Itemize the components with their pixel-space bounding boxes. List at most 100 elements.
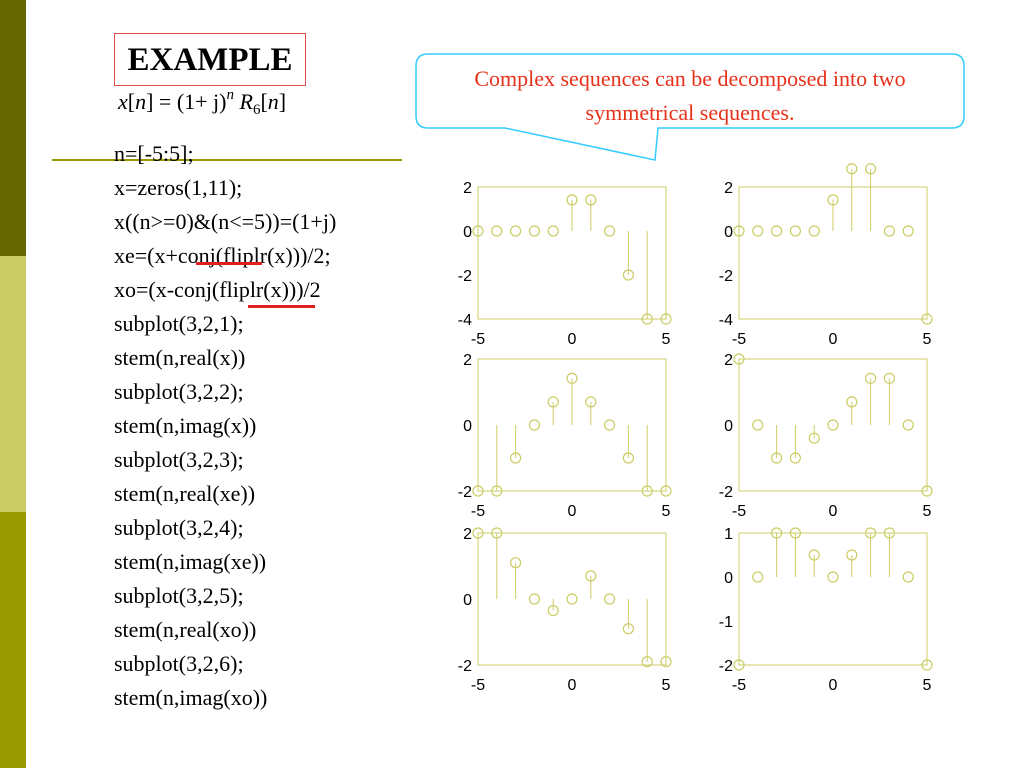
sidebar-bar-bottom <box>0 512 26 768</box>
code-block: n=[-5:5]; x=zeros(1,11); x((n>=0)&(n<=5)… <box>114 137 336 715</box>
formula-n2: n <box>267 89 279 114</box>
x-tick-label: 5 <box>662 331 671 348</box>
stem-marker <box>641 313 653 325</box>
x-tick-label: -5 <box>732 331 746 348</box>
stem-marker <box>509 557 522 569</box>
code-line: n=[-5:5]; <box>114 141 194 166</box>
stem-marker <box>808 432 820 444</box>
y-tick-label: -1 <box>719 614 733 631</box>
y-tick-label: 0 <box>724 224 733 241</box>
x-tick-label: -5 <box>471 331 485 348</box>
stem-marker <box>808 549 820 561</box>
code-line: stem(n,real(x)) <box>114 345 246 370</box>
slide-title: EXAMPLE <box>114 33 306 86</box>
plot-frame <box>738 532 928 666</box>
y-tick-label: 2 <box>724 180 733 197</box>
stem-marker <box>660 656 672 668</box>
y-tick-label: -2 <box>458 658 472 675</box>
x-tick-label: 5 <box>923 503 932 520</box>
code-line: stem(n,real(xo)) <box>114 617 257 642</box>
stem-marker <box>808 225 820 237</box>
stem-marker <box>547 396 559 408</box>
formula-r: R <box>239 89 253 114</box>
stem-marker <box>770 225 783 237</box>
stem-marker <box>921 485 933 497</box>
y-tick-label: 2 <box>463 526 472 543</box>
stem-marker <box>752 571 764 583</box>
y-tick-label: 1 <box>724 526 733 543</box>
x-tick-label: -5 <box>471 677 485 694</box>
code-line: subplot(3,2,3); <box>114 447 244 472</box>
callout-text: Complex sequences can be decomposed into… <box>474 66 906 125</box>
plot-frame <box>738 358 928 492</box>
code-line: stem(n,real(xe)) <box>114 481 256 506</box>
stem-marker <box>585 396 597 408</box>
stem-marker <box>846 396 858 408</box>
code-line: subplot(3,2,4); <box>114 515 244 540</box>
stem-marker <box>622 452 635 464</box>
stem-marker <box>491 485 503 497</box>
formula-n: n <box>135 89 147 114</box>
y-tick-label: 2 <box>463 352 472 369</box>
code-line: x=zeros(1,11); <box>114 175 243 200</box>
sidebar-bar-middle <box>0 256 26 512</box>
stem-marker <box>509 225 522 237</box>
y-tick-label: -2 <box>719 484 733 501</box>
stem-marker <box>883 225 896 237</box>
stem-marker <box>603 593 616 605</box>
stem-marker <box>566 593 578 605</box>
code-line: subplot(3,2,6); <box>114 651 244 676</box>
stem-marker <box>566 194 578 206</box>
stem-marker <box>622 269 635 281</box>
code-line: x((n>=0)&(n<=5))=(1+j) <box>114 209 337 234</box>
stem-marker <box>864 527 877 539</box>
stem-marker <box>491 225 503 237</box>
stem-marker <box>603 419 616 431</box>
y-tick-label: 2 <box>463 180 472 197</box>
stem-marker <box>883 372 896 384</box>
x-tick-label: -5 <box>732 677 746 694</box>
stem-marker <box>902 571 914 583</box>
code-line: subplot(3,2,5); <box>114 583 244 608</box>
stem-marker <box>733 659 745 671</box>
sidebar-bar-top <box>0 0 26 256</box>
stem-marker <box>585 194 597 206</box>
stem-marker <box>472 225 484 237</box>
stem-marker <box>902 419 914 431</box>
x-tick-label: 5 <box>662 677 671 694</box>
stem-marker <box>660 485 672 497</box>
formula-x: x <box>118 89 128 114</box>
stem-marker <box>733 353 745 365</box>
fliplr-underline <box>248 305 315 308</box>
stem-marker <box>864 163 877 175</box>
stem-marker <box>752 419 764 431</box>
stem-marker <box>846 549 858 561</box>
x-tick-label: 0 <box>568 677 577 694</box>
stem-marker <box>641 656 653 668</box>
y-tick-label: -2 <box>458 484 472 501</box>
plot-frame <box>477 532 667 666</box>
formula-sub: 6 <box>252 102 261 118</box>
y-tick-label: 0 <box>724 418 733 435</box>
y-tick-label: 0 <box>463 224 472 241</box>
stem-marker <box>789 452 802 464</box>
y-tick-label: 0 <box>463 418 472 435</box>
x-tick-label: 5 <box>923 677 932 694</box>
stem-marker <box>883 527 896 539</box>
code-line: subplot(3,2,1); <box>114 311 244 336</box>
stem-marker <box>472 485 484 497</box>
code-line: subplot(3,2,2); <box>114 379 244 404</box>
stem-marker <box>547 225 559 237</box>
x-tick-label: 0 <box>829 331 838 348</box>
stem-marker <box>566 372 578 384</box>
code-line: stem(n,imag(xe)) <box>114 549 267 574</box>
x-tick-label: -5 <box>471 503 485 520</box>
stem-marker <box>921 313 933 325</box>
x-tick-label: -5 <box>732 503 746 520</box>
conj-underline <box>196 262 262 265</box>
y-tick-label: 0 <box>463 592 472 609</box>
x-tick-label: 0 <box>568 331 577 348</box>
code-line: stem(n,imag(x)) <box>114 413 257 438</box>
